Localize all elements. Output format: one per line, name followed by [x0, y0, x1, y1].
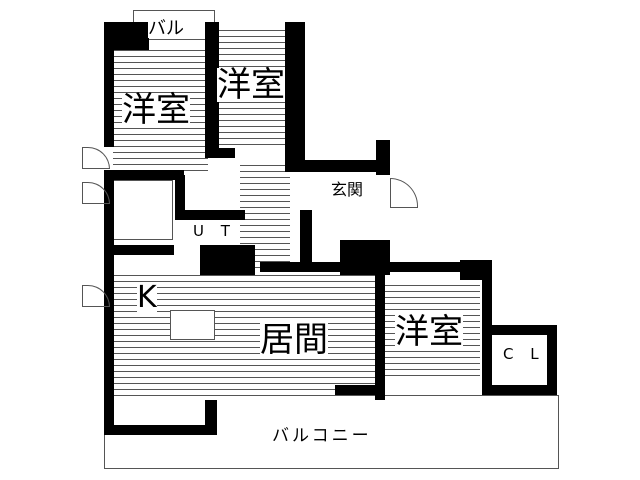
- wall: [482, 325, 557, 335]
- room-label-balcony-small: バル: [148, 18, 184, 39]
- room-label-kitchen: K: [137, 280, 157, 315]
- wall: [285, 160, 390, 172]
- room-label-living: 居間: [260, 320, 328, 360]
- wall: [104, 425, 214, 435]
- wall: [335, 385, 385, 395]
- wall: [175, 175, 185, 220]
- wall: [104, 170, 184, 180]
- wall: [547, 325, 557, 395]
- wall: [285, 22, 305, 167]
- wall: [375, 270, 385, 400]
- wall: [104, 22, 149, 50]
- room-label-western-1: 洋室: [122, 90, 190, 130]
- wall: [482, 385, 557, 395]
- wall: [300, 210, 312, 270]
- wall: [104, 245, 174, 255]
- wall: [200, 245, 255, 275]
- wall: [205, 148, 235, 158]
- wall: [260, 262, 490, 272]
- door-swing: [82, 147, 110, 169]
- room-label-closet: C L: [503, 345, 545, 363]
- kitchen-counter: [170, 310, 215, 340]
- bath-area: [113, 180, 173, 240]
- wall: [175, 210, 245, 220]
- entrance-door-swing: [390, 178, 418, 208]
- room-label-western-2: 洋室: [217, 65, 285, 105]
- wall: [205, 22, 219, 157]
- room-label-entrance: 玄関: [331, 180, 364, 199]
- living-floor: [113, 270, 380, 395]
- room-label-utility: U T: [193, 222, 236, 240]
- room-label-western-3: 洋室: [395, 312, 463, 352]
- wall: [104, 22, 114, 147]
- room-label-balcony: バルコニー: [272, 426, 372, 446]
- wall: [376, 140, 390, 175]
